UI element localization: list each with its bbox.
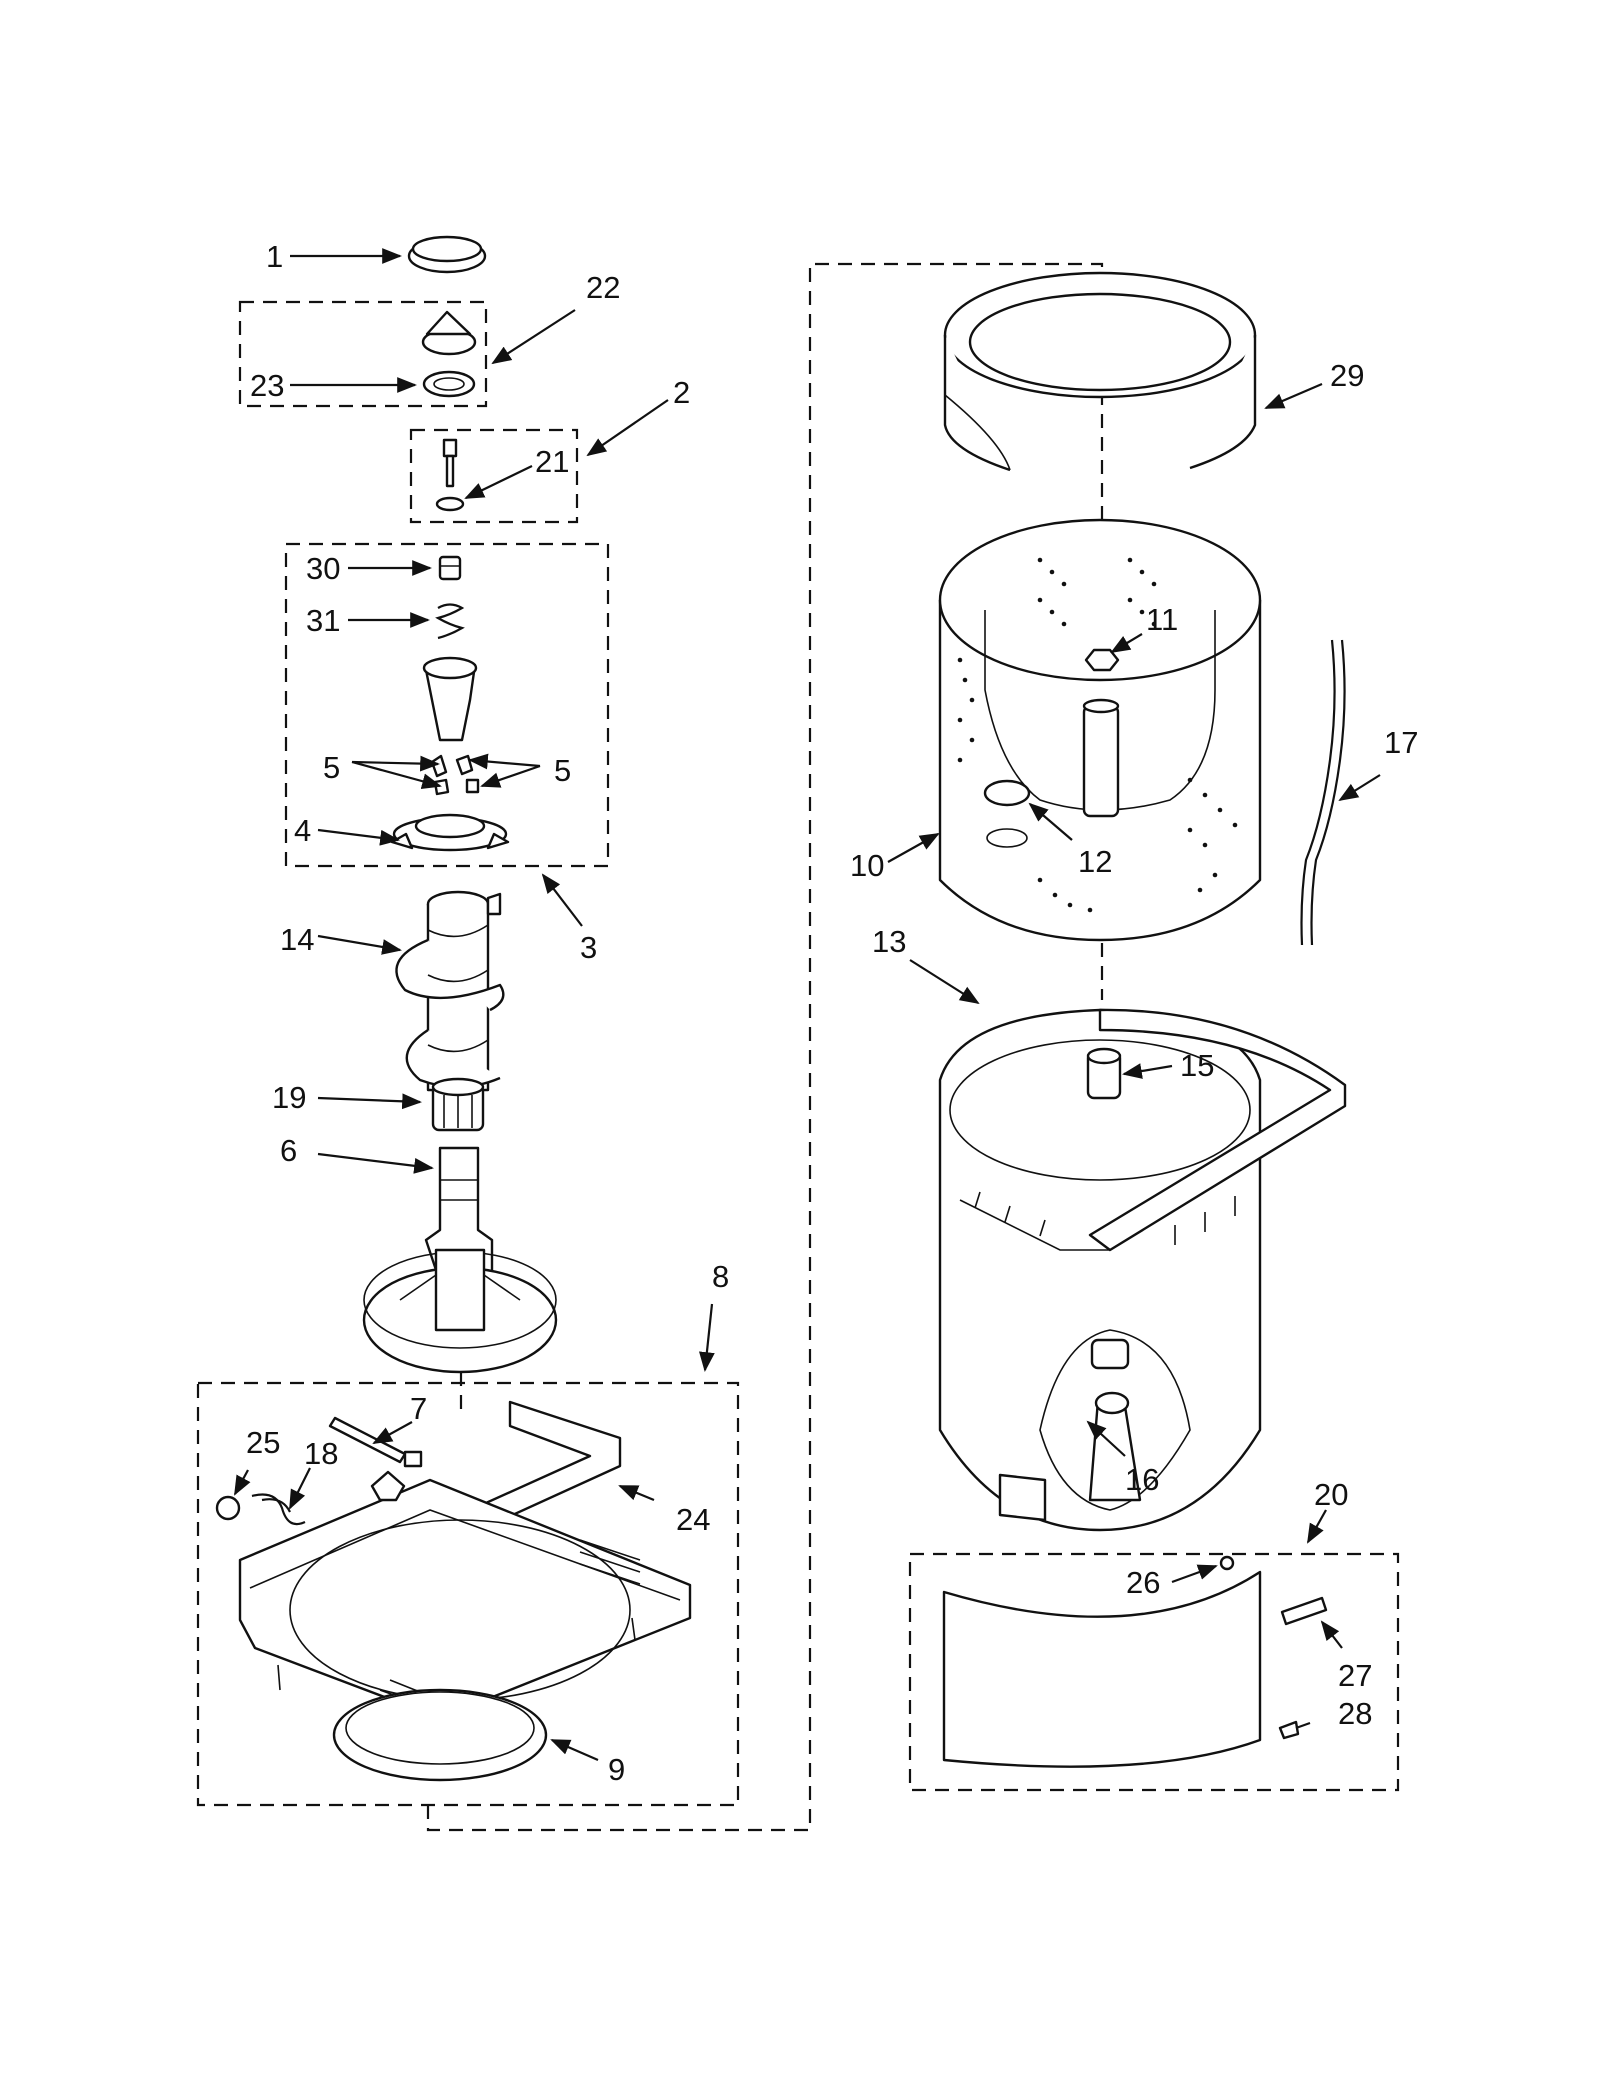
- callout-12: 12: [1078, 844, 1112, 879]
- callout-31: 31: [306, 603, 340, 638]
- callout-5-left: 5: [323, 750, 340, 785]
- callout-15: 15: [1180, 1048, 1214, 1083]
- part-18-hose: [251, 1493, 306, 1526]
- callout-17: 17: [1384, 725, 1418, 760]
- part-15-seal: [1086, 1047, 1122, 1100]
- callout-21: 21: [535, 444, 569, 479]
- basket-perforations: [957, 557, 1238, 913]
- part-17-hose: [1300, 639, 1346, 946]
- callout-20: 20: [1314, 1477, 1348, 1512]
- part-29-balance-ring: [943, 271, 1257, 472]
- callout-19: 19: [272, 1080, 306, 1115]
- callout-18: 18: [304, 1436, 338, 1471]
- part-19-bearing: [431, 1077, 485, 1132]
- part-6-transmission: [362, 1146, 558, 1374]
- callout-11: 11: [1146, 602, 1178, 637]
- callout-3: 3: [580, 930, 597, 965]
- callout-16: 16: [1125, 1462, 1159, 1497]
- part-base-frame: [238, 1470, 692, 1720]
- callout-4: 4: [294, 813, 311, 848]
- callout-1: 1: [266, 239, 283, 274]
- part-20-panel: [942, 1555, 1328, 1768]
- part-21-bolt: [435, 438, 465, 512]
- callout-27: 27: [1338, 1658, 1372, 1693]
- group-box-2: [409, 428, 579, 524]
- callout-2: 2: [673, 375, 690, 410]
- callout-10: 10: [850, 848, 884, 883]
- part-14-auger: [395, 890, 505, 1092]
- callout-28: 28: [1338, 1696, 1372, 1731]
- callout-14: 14: [280, 922, 314, 957]
- callout-labels: 1 2 3 4 5 5 6 7 8 9 10 11 12 13 14 15 16…: [246, 239, 1418, 1787]
- group-box-20: [908, 1552, 1400, 1792]
- part-agitator-cam: [422, 656, 478, 742]
- callout-26: 26: [1126, 1565, 1160, 1600]
- part-4-guide: [390, 813, 510, 852]
- group-box-22: [238, 300, 488, 408]
- part-5-dogs: [430, 754, 480, 796]
- callout-9: 9: [608, 1752, 625, 1787]
- callout-5-right: 5: [554, 753, 571, 788]
- part-1-cap: [407, 235, 487, 274]
- part-25-clamp: [215, 1495, 241, 1521]
- callout-7: 7: [410, 1391, 427, 1426]
- callout-22: 22: [586, 270, 620, 305]
- part-30-cap: [438, 555, 462, 581]
- callout-13: 13: [872, 924, 906, 959]
- part-9-ring: [332, 1688, 548, 1782]
- part-22-cam: [421, 310, 477, 356]
- callout-8: 8: [712, 1259, 729, 1294]
- group-box-3: [284, 542, 610, 868]
- callout-29: 29: [1330, 358, 1364, 393]
- part-10-basket: [938, 518, 1262, 942]
- callout-25: 25: [246, 1425, 280, 1460]
- callout-6: 6: [280, 1133, 297, 1168]
- part-13-tub: [938, 1008, 1347, 1532]
- group-box-8: [196, 1381, 740, 1807]
- callout-30: 30: [306, 551, 340, 586]
- callout-23: 23: [250, 368, 284, 403]
- part-23-seal: [422, 370, 476, 398]
- callout-24: 24: [676, 1502, 710, 1537]
- part-11-nut: [1084, 648, 1120, 672]
- leader-lines: [234, 248, 1381, 1762]
- group-boxes: [196, 262, 1400, 1832]
- part-31-spring: [435, 603, 465, 640]
